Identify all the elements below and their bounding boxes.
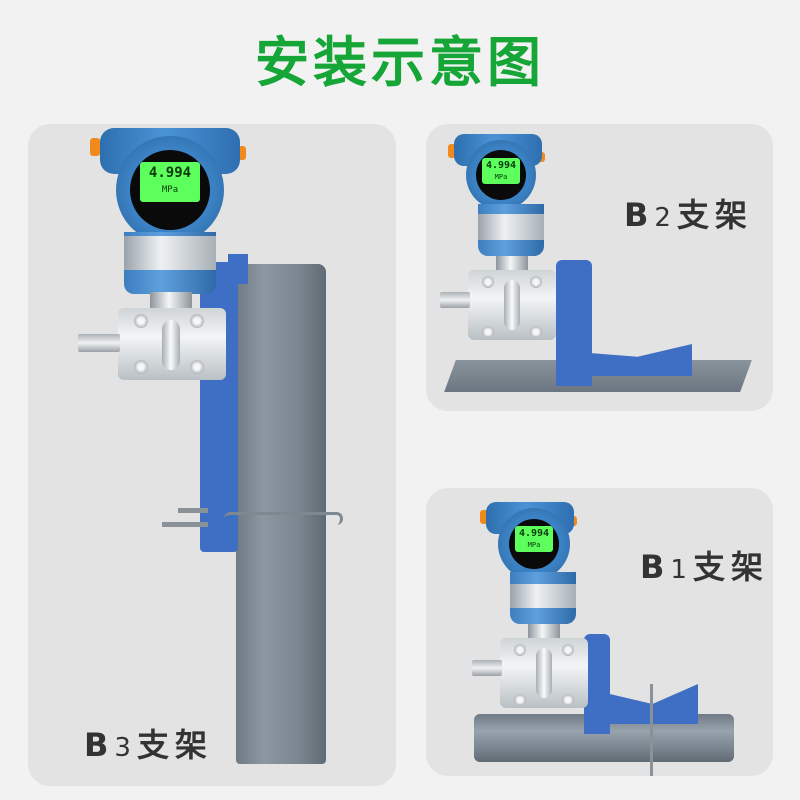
b1-label: B1支架: [640, 548, 769, 586]
u-bolt: [650, 684, 653, 776]
b3-bracket-flange: [228, 254, 248, 284]
panel-b2-bracket: 4.994 MPa B2支架: [426, 124, 773, 411]
u-bolt-rod-2: [162, 522, 208, 527]
u-bolt: [224, 512, 343, 525]
u-bolt-rod-1: [178, 508, 208, 513]
nameplate: [510, 584, 576, 608]
nameplate: [124, 236, 216, 270]
lcd-unit: MPa: [494, 173, 508, 181]
orange-plug-left-icon: [448, 144, 456, 158]
lcd-display: 4.994 MPa: [515, 526, 553, 552]
page-title: 安装示意图: [255, 31, 545, 94]
panel-b3-bracket: 4.994 MPa B3支架: [28, 124, 396, 786]
nameplate: [478, 214, 544, 240]
lcd-unit: MPa: [161, 185, 179, 195]
lcd-display: 4.994 MPa: [482, 158, 520, 184]
orange-plug-left-icon: [90, 138, 100, 156]
b3-label: B3支架: [84, 726, 213, 764]
lcd-unit: MPa: [527, 541, 541, 549]
lcd-display: 4.994 MPa: [140, 162, 200, 202]
lcd-value: 4.994: [148, 165, 192, 181]
orange-plug-left-icon: [480, 510, 488, 524]
drain-valve: [440, 292, 470, 308]
drain-valve: [472, 660, 502, 676]
orange-plug-right-icon: [238, 146, 246, 160]
drain-valve: [78, 334, 120, 352]
lcd-value: 4.994: [518, 528, 550, 539]
b2-label: B2支架: [624, 196, 753, 234]
lcd-value: 4.994: [485, 160, 517, 171]
panel-b1-bracket: 4.994 MPa B1支架: [426, 488, 773, 776]
